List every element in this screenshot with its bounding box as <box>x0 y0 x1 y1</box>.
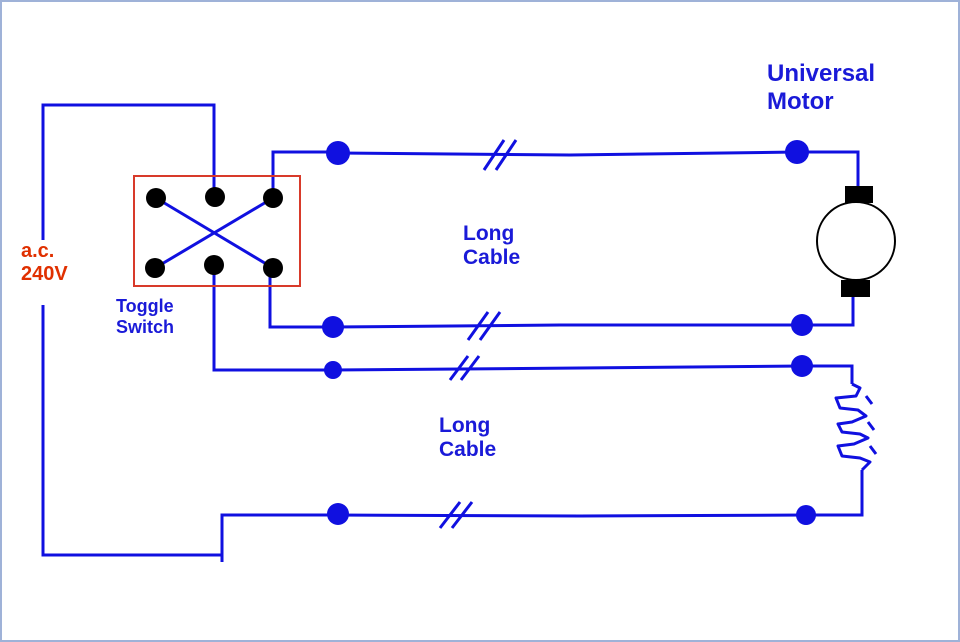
cable-break-mark <box>482 139 506 171</box>
switch-pin <box>145 258 165 278</box>
switch-wire-bottom-right <box>268 270 333 329</box>
cable-upper-label: Long Cable <box>463 222 520 270</box>
switch-label-line1: Toggle <box>116 296 174 316</box>
terminal-dot <box>791 314 813 336</box>
cable-upper-wire-1 <box>337 150 798 157</box>
switch-wire-top-right <box>271 150 338 198</box>
switch-label: Toggle Switch <box>116 296 174 337</box>
motor-label-line2: Motor <box>767 87 834 115</box>
cable-lower-wire-1 <box>332 364 803 372</box>
universal-motor <box>816 186 896 297</box>
cable-break-marks <box>438 139 518 529</box>
motor-label: Universal Motor <box>767 60 875 115</box>
toggle-switch-box <box>133 175 301 287</box>
toggle-switch-pins <box>145 187 283 278</box>
switch-pin <box>205 187 225 207</box>
cable-lower-label-line1: Long <box>439 414 491 437</box>
motor-brush-bottom <box>841 280 870 297</box>
cable-upper-label-line2: Cable <box>463 246 521 270</box>
terminal-dot <box>327 503 349 525</box>
terminal-dot <box>791 355 813 377</box>
supply-wires <box>41 103 333 562</box>
field-wire-top <box>802 364 854 384</box>
switch-pin <box>263 258 283 278</box>
source-label-line2: 240V <box>21 263 68 285</box>
field-wire-bottom <box>806 470 864 517</box>
motor-wire-bottom <box>802 290 855 327</box>
cable-upper-label-line1: Long <box>463 222 515 245</box>
cable-upper-wire-2 <box>332 323 802 329</box>
cable-wires <box>212 150 864 518</box>
switch-label-line2: Switch <box>116 316 175 337</box>
cable-lower-label: Long Cable <box>439 414 496 462</box>
supply-wire-top <box>41 103 216 240</box>
switch-pin <box>263 188 283 208</box>
cable-break-mark <box>438 501 462 529</box>
cable-break-mark <box>466 311 490 341</box>
cable-break-mark <box>448 355 470 381</box>
switch-wire-bottom-middle <box>212 270 333 372</box>
toggle-switch <box>133 175 301 287</box>
source-label-line1: a.c. <box>21 240 55 262</box>
toggle-switch-cross-links <box>154 196 274 270</box>
cable-break-mark <box>478 311 502 341</box>
cable-break-mark <box>459 355 481 381</box>
motor-armature <box>816 201 896 281</box>
field-winding-coil <box>834 382 878 472</box>
cable-lower-wire-2 <box>332 513 807 518</box>
terminal-dot <box>796 505 816 525</box>
switch-pin <box>146 188 166 208</box>
terminal-dot <box>324 361 342 379</box>
cable-terminals <box>322 140 816 525</box>
source-label: a.c. 240V <box>21 240 68 286</box>
terminal-dot <box>326 141 350 165</box>
terminal-dot <box>785 140 809 164</box>
supply-wire-bottom <box>41 305 333 557</box>
cable-break-mark <box>494 139 518 171</box>
motor-wire-top <box>797 150 860 188</box>
cable-lower-label-line2: Cable <box>439 438 497 462</box>
cross-link <box>154 196 274 270</box>
cable-break-mark <box>450 501 474 529</box>
switch-pin <box>204 255 224 275</box>
motor-label-line1: Universal <box>767 60 876 87</box>
motor-brush-top <box>845 186 873 203</box>
terminal-dot <box>322 316 344 338</box>
